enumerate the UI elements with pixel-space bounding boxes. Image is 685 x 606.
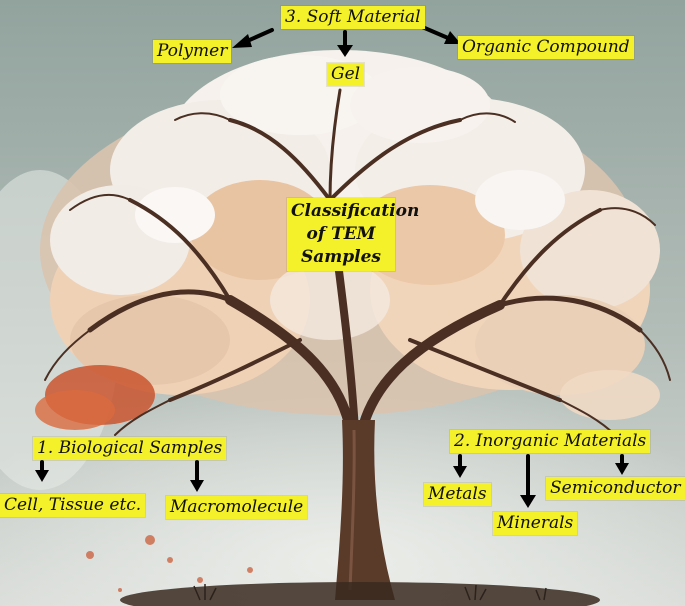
metals-label: Metals <box>424 483 491 506</box>
macromolecule-label: Macromolecule <box>166 496 308 519</box>
semiconductor-label: Semiconductor <box>546 477 685 500</box>
tree-branches <box>44 88 671 445</box>
polymer-label: Polymer <box>153 40 232 63</box>
center-title-line-1: Classification <box>291 201 420 221</box>
center-title-line-3: Samples <box>300 247 381 267</box>
trunk-highlight <box>348 429 356 591</box>
ground-speckles <box>86 535 253 592</box>
inorganic-materials-label: 2. Inorganic Materials <box>450 430 651 453</box>
ground-shadow <box>120 582 600 606</box>
gel-label: Gel <box>327 63 365 86</box>
biological-samples-label: 1. Biological Samples <box>33 437 227 460</box>
grass-tufts <box>193 584 547 601</box>
diagram-arrows <box>35 24 629 508</box>
cell-tissue-label: Cell, Tissue etc. <box>0 494 146 517</box>
center-title-line-2: of TEM <box>306 224 376 244</box>
center-title: Classification of TEM Samples <box>287 198 420 271</box>
organic-compound-label: Organic Compound <box>458 36 634 59</box>
soft-material-label: 3. Soft Material <box>281 6 425 29</box>
minerals-label: Minerals <box>493 512 578 535</box>
